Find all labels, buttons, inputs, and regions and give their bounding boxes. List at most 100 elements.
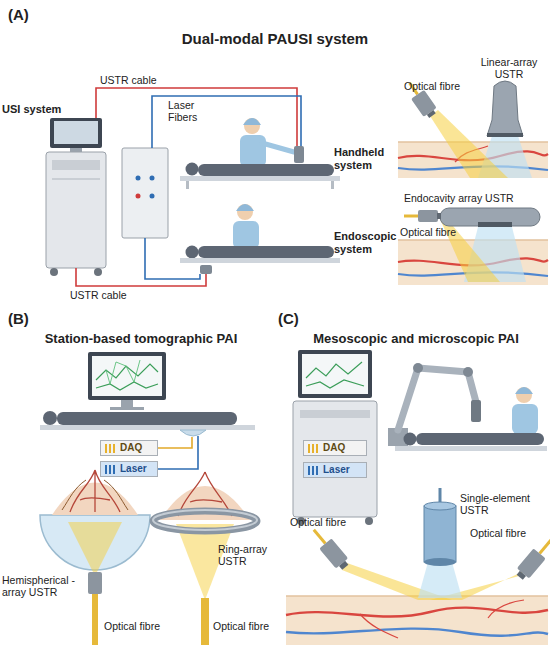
panel-letter: (A) xyxy=(8,6,48,23)
box-text: Laser xyxy=(120,462,157,476)
box-text: DAQ xyxy=(323,441,366,455)
ultrasound-field xyxy=(418,562,462,598)
component-label: Optical fibre xyxy=(470,527,546,539)
surgeon-body xyxy=(240,135,266,167)
robot-joint xyxy=(413,363,423,373)
linear-array-probe xyxy=(487,81,523,136)
mesoscopic-scene xyxy=(293,350,547,525)
port xyxy=(136,176,141,181)
ring-highlight xyxy=(153,510,257,530)
ustr-cable xyxy=(76,268,206,286)
vessel-image xyxy=(96,364,158,380)
endocavity-probe xyxy=(440,208,540,226)
system-cabinet xyxy=(293,401,377,517)
vessel-image xyxy=(106,360,140,384)
fibre-tip xyxy=(517,571,526,580)
box-text: Laser xyxy=(323,463,366,477)
panel-title: Dual-modal PAUSI system xyxy=(0,30,550,47)
artery xyxy=(360,600,524,638)
fibre-tip xyxy=(437,213,441,219)
component-label: Optical fibre xyxy=(400,226,470,238)
monitor-screen xyxy=(302,354,368,394)
system-label: Handheld system xyxy=(334,146,394,171)
monitor xyxy=(298,350,372,398)
surgeon-body xyxy=(233,221,259,249)
fibre-tip xyxy=(427,110,436,118)
usi-system xyxy=(46,118,106,276)
laser-cabinet-body xyxy=(122,148,168,238)
laser-fiber xyxy=(158,436,198,469)
cable-label: Laser Fibers xyxy=(168,99,213,123)
usi-screen xyxy=(54,121,98,144)
bed-leg xyxy=(186,181,189,189)
surgeon-cap xyxy=(515,387,533,394)
usi-panel-line xyxy=(52,178,100,180)
ring-transducer xyxy=(153,511,257,531)
optical-fibre xyxy=(88,572,102,594)
surgeon-arm xyxy=(262,143,294,152)
system-label: Endoscopic system xyxy=(334,230,398,255)
scan-head xyxy=(471,400,481,422)
fibre-cable xyxy=(540,540,550,554)
component-label: Ring-array USTR xyxy=(218,543,280,567)
handheld-inset xyxy=(398,78,548,178)
cabinet-panel xyxy=(300,410,370,418)
transducer-array xyxy=(487,133,523,137)
vessel-image xyxy=(96,382,158,390)
laser-cabinet xyxy=(122,148,168,238)
transducer-top xyxy=(424,502,456,510)
light-beam xyxy=(68,522,122,576)
patient-head xyxy=(186,163,199,176)
monitor xyxy=(88,352,166,400)
single-element-transducer xyxy=(424,506,456,562)
daq-box: DAQ xyxy=(303,440,367,456)
transducer-face xyxy=(424,558,456,566)
component-label: Linear-array USTR xyxy=(470,56,548,80)
imaging-aperture xyxy=(180,430,206,436)
optical-fibre xyxy=(308,525,352,573)
usi-keyboard xyxy=(52,160,100,170)
patient-body xyxy=(198,246,334,258)
optical-fibre xyxy=(514,535,550,583)
surgeon-cap xyxy=(243,118,261,125)
panel-letter: (B) xyxy=(8,310,48,327)
component-label: Optical fibre xyxy=(104,620,174,632)
patient-head xyxy=(43,411,57,425)
usi-monitor xyxy=(50,118,102,148)
component-label: Optical fibre xyxy=(213,620,283,632)
daq-box: DAQ xyxy=(100,440,158,456)
endoscopic-inset xyxy=(398,208,548,285)
panel-title: Station-based tomographic PAI xyxy=(10,332,272,347)
usi-cabinet xyxy=(46,152,106,268)
bed xyxy=(395,446,547,451)
handheld-probe xyxy=(294,146,304,163)
vessel-network xyxy=(62,480,128,510)
handheld-scene xyxy=(180,118,340,189)
monitor-base xyxy=(110,407,144,410)
robot-joint xyxy=(463,367,473,377)
fibre-cable xyxy=(201,598,209,645)
tissue xyxy=(286,596,548,645)
bed xyxy=(40,425,255,430)
vein xyxy=(286,629,548,636)
port xyxy=(150,194,155,199)
wheel xyxy=(365,517,373,525)
cable-label: USTR cable xyxy=(70,289,140,301)
transducer-array xyxy=(478,222,512,227)
device-label: USI system xyxy=(2,103,72,116)
fibre-tip xyxy=(339,561,348,570)
endoscopic-scene xyxy=(180,204,340,274)
patient-head xyxy=(404,433,417,446)
fibre-cable xyxy=(404,215,418,218)
patient-head xyxy=(186,246,199,259)
component-label: Single-element USTR xyxy=(460,492,546,516)
wheel xyxy=(94,268,102,276)
single-element-inset xyxy=(286,488,550,645)
patient-body xyxy=(198,164,334,176)
bed xyxy=(180,176,340,181)
monitor-stand xyxy=(121,400,133,407)
skin-line xyxy=(398,141,548,143)
